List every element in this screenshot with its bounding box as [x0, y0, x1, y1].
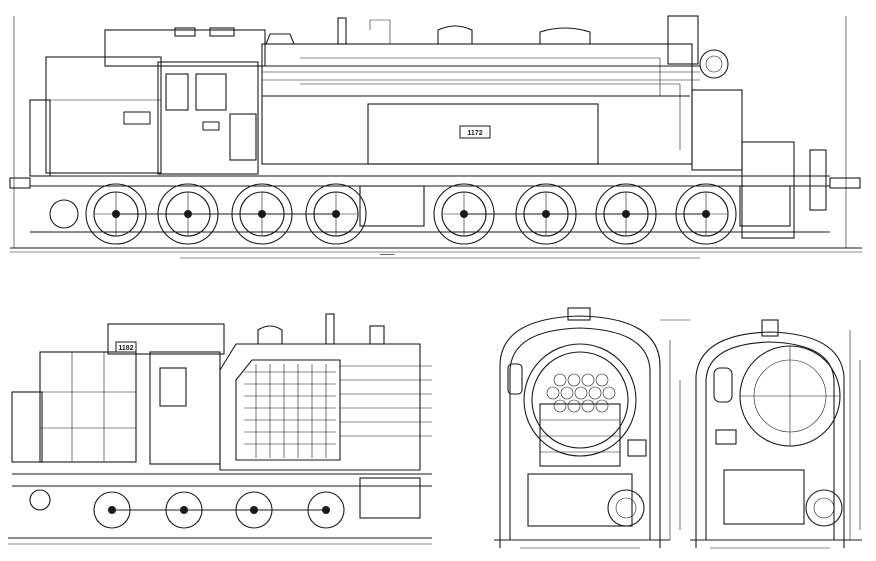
smokebox-outline	[695, 331, 845, 548]
cab-roof	[104, 29, 266, 67]
firebox-outer	[219, 343, 421, 471]
sand-dome	[539, 27, 591, 44]
firebox-cross-section-view	[494, 307, 690, 549]
side-elevation-view: 1172	[9, 15, 862, 259]
bunker-plate	[123, 111, 151, 125]
firebox-inner	[235, 359, 341, 461]
coal-bunker	[45, 56, 162, 174]
number-plate-main-text: 1172	[467, 130, 482, 137]
tube-plate	[546, 373, 616, 413]
steam-dome	[437, 25, 473, 44]
front-cylinder	[739, 185, 791, 227]
svg-text:━━━━━━: ━━━━━━	[379, 252, 395, 257]
rear-buffer	[9, 177, 31, 189]
front-buffer	[829, 177, 861, 189]
trailing-wheel	[49, 199, 79, 229]
smokebox-cross-section-view	[690, 319, 862, 549]
cross-section-outline	[499, 315, 661, 548]
boiler-shell-circle	[523, 343, 637, 457]
section-wheels	[29, 489, 345, 529]
chimney	[667, 15, 699, 65]
side-water-tank	[367, 103, 599, 165]
longitudinal-section-view: 1182	[8, 313, 432, 545]
section-bunker	[39, 351, 137, 463]
smokebox-section-wheel	[805, 489, 843, 527]
smokebox-front	[741, 141, 795, 239]
number-plate-cab-text: 1182	[118, 345, 133, 352]
number-plate-main	[459, 125, 491, 139]
cab	[157, 61, 259, 175]
cross-section-wheel	[607, 489, 645, 527]
rear-cylinder	[359, 185, 425, 227]
staybolt-grid	[244, 364, 336, 458]
